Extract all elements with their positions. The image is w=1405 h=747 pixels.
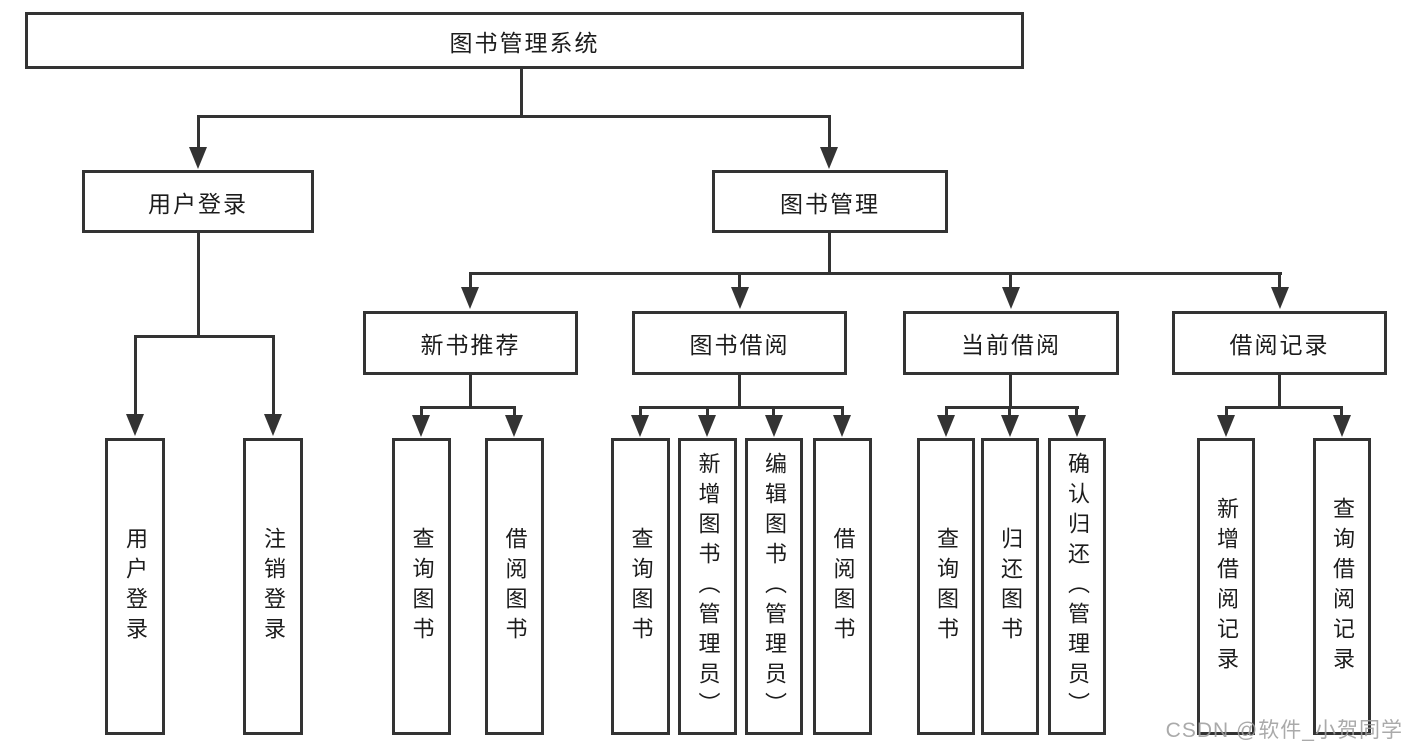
connector-line <box>1225 406 1228 417</box>
arrow-down-icon <box>461 287 479 309</box>
connector-line <box>469 272 472 290</box>
connector-line <box>420 406 516 409</box>
node-new-book-recommend: 新书推荐 <box>363 311 578 375</box>
connector-line <box>945 406 1079 409</box>
connector-line <box>469 272 1282 275</box>
node-leaf-edit-books-admin: 编辑图书（管理员） <box>745 438 803 735</box>
connector-line <box>841 406 844 417</box>
node-leaf-add-books-admin: 新增图书（管理员） <box>678 438 737 735</box>
node-current-borrow: 当前借阅 <box>903 311 1119 375</box>
arrow-down-icon <box>1068 415 1086 437</box>
connector-line <box>469 375 472 409</box>
connector-line <box>420 406 423 417</box>
connector-line <box>945 406 948 417</box>
node-leaf-query-books-rec: 查询图书 <box>392 438 451 735</box>
arrow-down-icon <box>412 415 430 437</box>
watermark: CSDN @软件_小贺同学 <box>1165 719 1403 742</box>
arrow-down-icon <box>505 415 523 437</box>
connector-line <box>1225 406 1343 409</box>
node-leaf-add-borrow-record: 新增借阅记录 <box>1197 438 1255 735</box>
node-library-system: 图书管理系统 <box>25 12 1024 69</box>
connector-line <box>520 69 523 118</box>
node-leaf-borrow-books: 借阅图书 <box>813 438 872 735</box>
connector-line <box>1009 375 1012 409</box>
connector-line <box>197 233 200 338</box>
connector-line <box>134 335 137 415</box>
connector-line <box>639 406 642 417</box>
connector-line <box>738 375 741 409</box>
connector-line <box>1075 406 1078 417</box>
connector-line <box>134 335 275 338</box>
arrow-down-icon <box>698 415 716 437</box>
node-leaf-user-login: 用户登录 <box>105 438 165 735</box>
connector-line <box>772 406 775 417</box>
connector-line <box>706 406 709 417</box>
node-leaf-query-books: 查询图书 <box>611 438 670 735</box>
arrow-down-icon <box>937 415 955 437</box>
arrow-down-icon <box>1001 415 1019 437</box>
arrow-down-icon <box>1333 415 1351 437</box>
node-leaf-query-borrow-record: 查询借阅记录 <box>1313 438 1371 735</box>
connector-line <box>197 115 831 118</box>
connector-line <box>513 406 516 417</box>
connector-line <box>639 406 844 409</box>
arrow-down-icon <box>189 147 207 169</box>
arrow-down-icon <box>820 147 838 169</box>
connector-line <box>197 115 200 149</box>
connector-line <box>272 335 275 415</box>
connector-line <box>1278 375 1281 409</box>
node-leaf-return-books: 归还图书 <box>981 438 1039 735</box>
arrow-down-icon <box>1002 287 1020 309</box>
node-leaf-query-books-current: 查询图书 <box>917 438 975 735</box>
node-book-borrow: 图书借阅 <box>632 311 847 375</box>
connector-line <box>1278 272 1281 290</box>
connector-line <box>738 272 741 290</box>
arrow-down-icon <box>765 415 783 437</box>
node-leaf-borrow-books-rec: 借阅图书 <box>485 438 544 735</box>
connector-line <box>1009 272 1012 290</box>
connector-line <box>828 233 831 275</box>
connector-line <box>828 115 831 149</box>
arrow-down-icon <box>833 415 851 437</box>
node-book-management: 图书管理 <box>712 170 948 233</box>
node-user-login: 用户登录 <box>82 170 314 233</box>
node-leaf-confirm-return-admin: 确认归还（管理员） <box>1048 438 1106 735</box>
arrow-down-icon <box>631 415 649 437</box>
arrow-down-icon <box>126 414 144 436</box>
arrow-down-icon <box>264 414 282 436</box>
node-borrow-records: 借阅记录 <box>1172 311 1387 375</box>
connector-line <box>1008 406 1011 417</box>
arrow-down-icon <box>731 287 749 309</box>
connector-line <box>1340 406 1343 417</box>
arrow-down-icon <box>1217 415 1235 437</box>
node-leaf-logout: 注销登录 <box>243 438 303 735</box>
arrow-down-icon <box>1271 287 1289 309</box>
